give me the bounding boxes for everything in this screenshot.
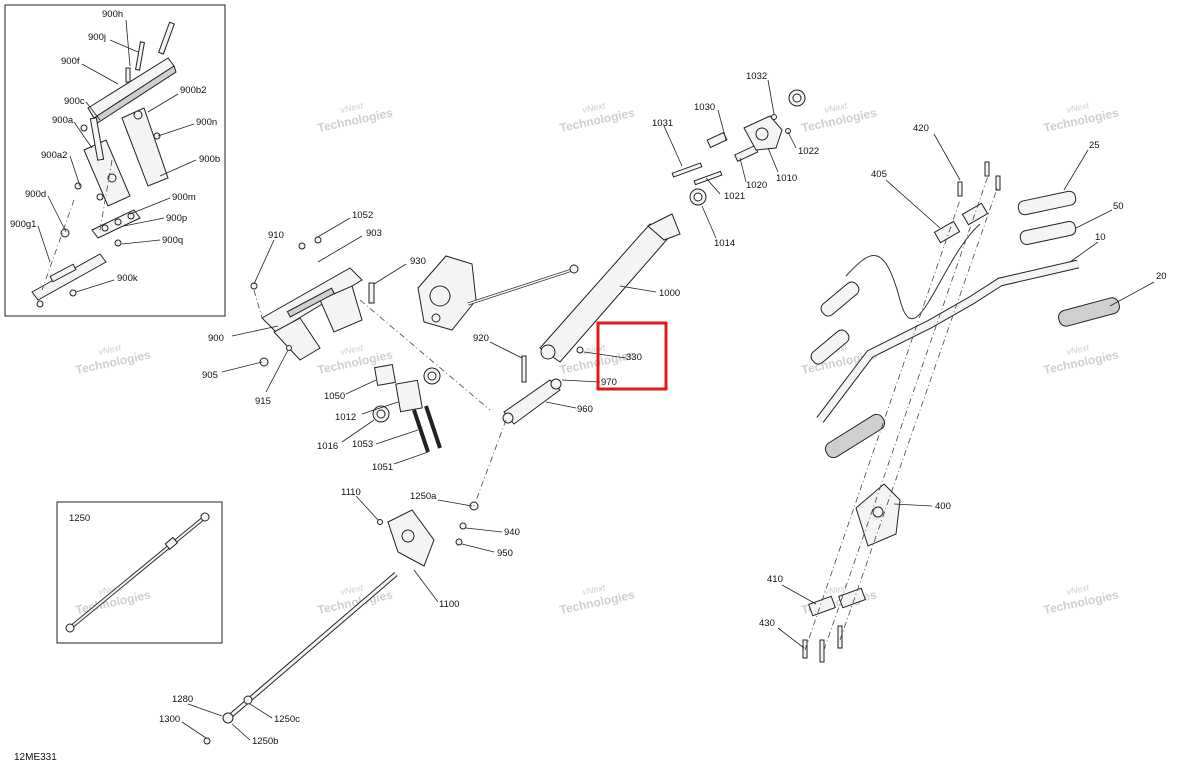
label-1051: 1051 <box>372 462 393 473</box>
label-400: 400 <box>935 501 951 512</box>
main-parts <box>203 89 806 745</box>
watermark-line1: vNext <box>1065 582 1090 597</box>
label-1010: 1010 <box>776 173 797 184</box>
leader-lines <box>37 19 1155 741</box>
label-900c: 900c <box>64 96 85 107</box>
label-405: 405 <box>871 169 887 180</box>
label-900d: 900d <box>25 189 46 200</box>
label-930: 930 <box>410 256 426 267</box>
inset-box-900 <box>4 4 226 317</box>
label-420: 420 <box>913 123 929 134</box>
label-900q: 900q <box>162 235 183 246</box>
label-1032: 1032 <box>746 71 767 82</box>
watermark-line1: vNext <box>823 100 848 115</box>
label-1280: 1280 <box>172 694 193 705</box>
label-430: 430 <box>759 618 775 629</box>
label-900: 900 <box>208 333 224 344</box>
label-900p: 900p <box>166 213 187 224</box>
watermark-line1: vNext <box>581 582 606 597</box>
label-900f: 900f <box>61 56 80 67</box>
label-905: 905 <box>202 370 218 381</box>
label-10: 10 <box>1095 232 1106 243</box>
label-940: 940 <box>504 527 520 538</box>
label-1016: 1016 <box>317 441 338 452</box>
label-1250a: 1250a <box>410 491 437 502</box>
inset-900-parts <box>31 21 177 308</box>
label-410: 410 <box>767 574 783 585</box>
label-960: 960 <box>577 404 593 415</box>
watermark-line1: vNext <box>1065 100 1090 115</box>
label-1000: 1000 <box>659 288 680 299</box>
watermark-line1: vNext <box>339 100 364 115</box>
label-1250c: 1250c <box>274 714 300 725</box>
label-1031: 1031 <box>652 118 673 129</box>
watermark-line1: vNext <box>97 342 122 357</box>
label-1050: 1050 <box>324 391 345 402</box>
highlight-box <box>596 321 668 391</box>
label-1020: 1020 <box>746 180 767 191</box>
label-910: 910 <box>268 230 284 241</box>
label-900h: 900h <box>102 9 123 20</box>
label-900g1: 900g1 <box>10 219 36 230</box>
watermark-line1: vNext <box>97 582 122 597</box>
label-1250: 1250 <box>69 513 90 524</box>
watermark-line1: vNext <box>581 100 606 115</box>
label-50: 50 <box>1113 201 1124 212</box>
label-1052: 1052 <box>352 210 373 221</box>
label-1021: 1021 <box>724 191 745 202</box>
label-915: 915 <box>255 396 271 407</box>
label-1110: 1110 <box>341 487 361 498</box>
label-900b: 900b <box>199 154 220 165</box>
inset-box-1250 <box>56 501 223 644</box>
label-900j: 900j <box>88 32 106 43</box>
label-900k: 900k <box>117 273 138 284</box>
part-labels: 900h 900j 900f 900c 900b2 900a 900n 900a… <box>10 9 1167 747</box>
diagram-code: 12ME331 <box>14 752 57 763</box>
label-1012: 1012 <box>335 412 356 423</box>
label-920: 920 <box>473 333 489 344</box>
watermark-line1: vNext <box>1065 342 1090 357</box>
watermark-line1: vNext <box>581 342 606 357</box>
label-903: 903 <box>366 228 382 239</box>
watermark-line1: vNext <box>823 582 848 597</box>
label-900m: 900m <box>172 192 196 203</box>
label-1053: 1053 <box>352 439 373 450</box>
label-950: 950 <box>497 548 513 559</box>
label-1300: 1300 <box>159 714 180 725</box>
label-1030: 1030 <box>694 102 715 113</box>
label-900n: 900n <box>196 117 217 128</box>
label-20: 20 <box>1156 271 1167 282</box>
label-1014: 1014 <box>714 238 735 249</box>
label-900a: 900a <box>52 115 74 126</box>
watermark-line1: vNext <box>339 342 364 357</box>
watermark-line1: vNext <box>339 582 364 597</box>
label-330: 330 <box>626 352 642 363</box>
inset-1250-parts <box>65 512 210 633</box>
label-900b2: 900b2 <box>180 85 206 96</box>
label-970: 970 <box>601 377 617 388</box>
label-25: 25 <box>1089 140 1100 151</box>
label-900a2: 900a2 <box>41 150 67 161</box>
handlebar-parts <box>802 161 1120 663</box>
label-1250b: 1250b <box>252 736 278 747</box>
label-1022: 1022 <box>798 146 819 157</box>
label-1100: 1100 <box>439 599 459 610</box>
